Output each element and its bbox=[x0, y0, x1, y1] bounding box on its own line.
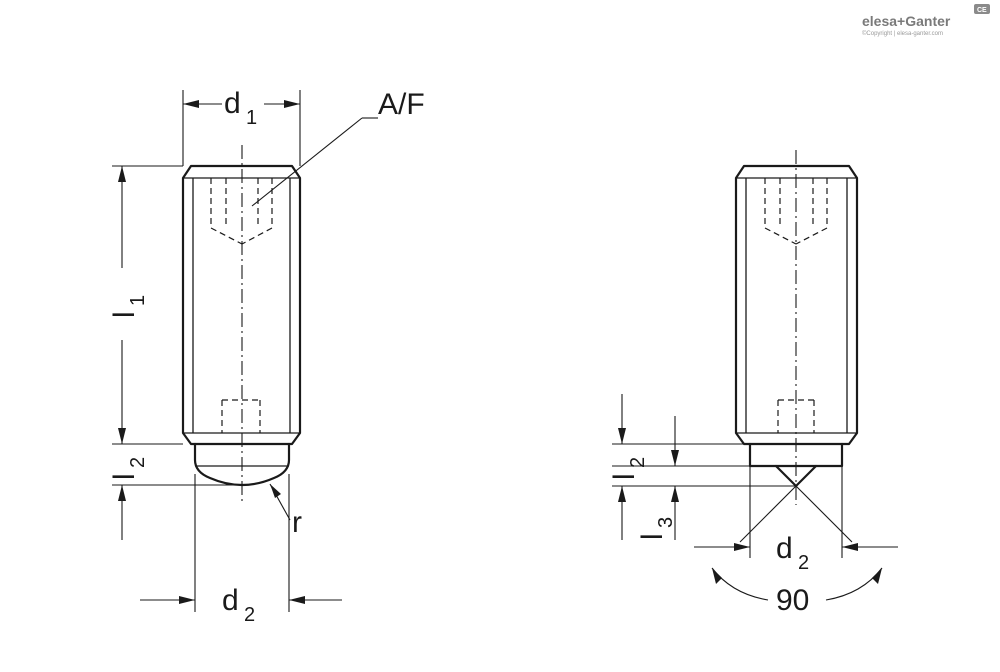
label-d2-sub: 2 bbox=[244, 604, 255, 626]
label-af: A/F bbox=[378, 88, 425, 121]
left-dimensions bbox=[112, 90, 378, 612]
right-hex-socket bbox=[764, 178, 828, 245]
copyright-text: ©Copyright | elesa-ganter.com bbox=[862, 30, 943, 37]
label-l2-sub: 2 bbox=[127, 457, 149, 468]
left-labels: d 1 A/F l 1 l 2 r d 2 bbox=[108, 87, 425, 626]
ce-badge bbox=[974, 4, 990, 14]
right-bottom-recess bbox=[777, 399, 815, 433]
label-right-l2-sub: 2 bbox=[627, 457, 649, 468]
label-d1: d bbox=[224, 87, 241, 120]
ce-badge-label: CE bbox=[977, 7, 987, 14]
label-right-d2: d bbox=[776, 532, 793, 565]
right-screw-body bbox=[734, 164, 859, 446]
label-d1-sub: 1 bbox=[246, 107, 257, 129]
right-labels: l 2 l 3 d 2 90 bbox=[608, 457, 809, 617]
right-view-screw bbox=[734, 150, 859, 505]
label-l1-sub: 1 bbox=[127, 295, 149, 306]
brand-logo: elesa+Ganter ©Copyright | elesa-ganter.c… bbox=[862, 4, 990, 37]
label-d2: d bbox=[222, 584, 239, 617]
right-dimensions bbox=[612, 394, 898, 601]
label-right-l3-sub: 3 bbox=[655, 517, 677, 528]
label-r: r bbox=[292, 506, 302, 539]
label-angle: 90 bbox=[776, 584, 809, 617]
brand-logo-text: elesa+Ganter bbox=[862, 13, 951, 29]
label-right-l3: l bbox=[636, 533, 669, 540]
left-screw-body bbox=[181, 164, 302, 446]
label-l2: l bbox=[108, 473, 141, 480]
label-right-l2: l bbox=[608, 473, 641, 480]
left-bottom-recess bbox=[221, 399, 261, 433]
left-view-screw bbox=[181, 145, 302, 505]
left-hex-socket bbox=[210, 178, 273, 245]
label-right-d2-sub: 2 bbox=[798, 552, 809, 574]
right-cone-point bbox=[748, 442, 844, 468]
label-l1: l bbox=[108, 311, 141, 318]
